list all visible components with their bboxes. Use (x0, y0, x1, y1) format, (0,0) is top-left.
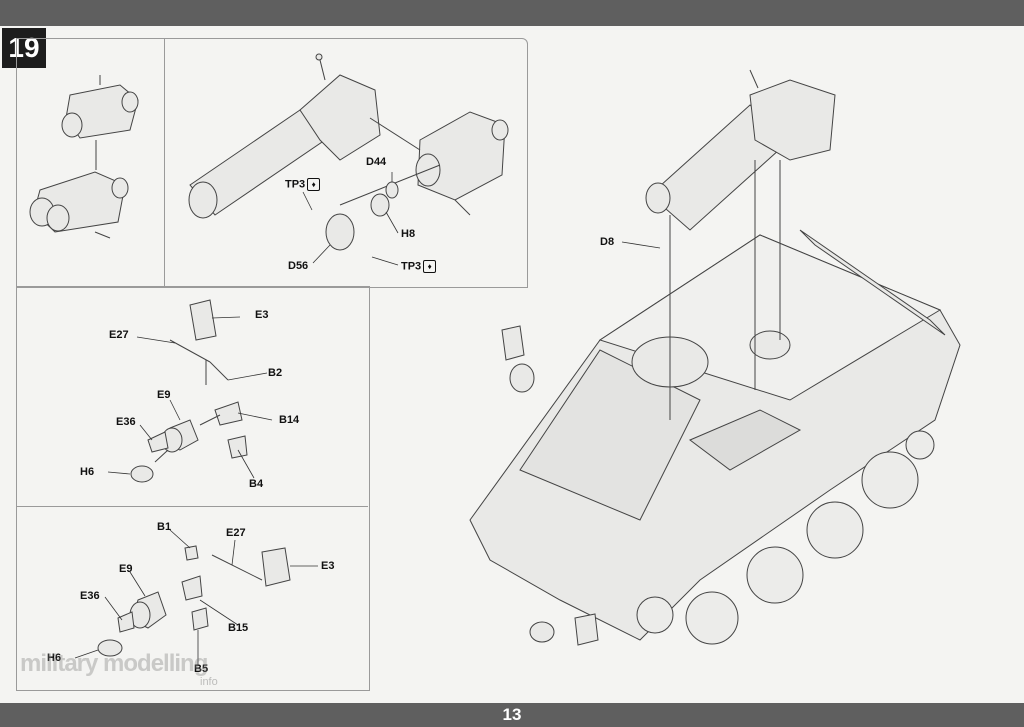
vehicle-wheels (636, 430, 935, 645)
label-tp3-top-text: TP3 (285, 178, 306, 191)
label-b14: B14 (279, 414, 300, 426)
label-b1: B1 (157, 521, 172, 533)
bottom-bar (0, 703, 1024, 727)
label-h6-2: H6 (47, 652, 62, 664)
label-b5: B5 (194, 663, 209, 675)
watermark-sub: info (200, 676, 218, 688)
label-d56: D56 (288, 260, 309, 272)
part-d44 (385, 181, 399, 199)
label-e9: E9 (157, 389, 171, 401)
label-tp3-top: TP3♦ (285, 178, 321, 191)
watermark: military modelling (20, 650, 208, 677)
label-tp3-bottom-text: TP3 (401, 260, 422, 273)
label-e36: E36 (116, 416, 136, 428)
label-e3: E3 (255, 309, 269, 321)
panel-headlight-assembly (16, 286, 370, 691)
panel-divider (16, 506, 368, 507)
label-d8: D8 (600, 236, 615, 248)
vehicle-headlight-left (501, 325, 535, 393)
label-h8: H8 (401, 228, 416, 240)
label-e27: E27 (109, 329, 129, 341)
part-h8 (370, 193, 390, 217)
label-e3-2: E3 (321, 560, 335, 572)
launcher-tube (188, 53, 381, 219)
label-tp3-bottom: TP3♦ (401, 260, 437, 273)
vehicle-headlight-right (529, 613, 599, 646)
label-b4: B4 (249, 478, 264, 490)
glue-icon: ♦ (307, 178, 321, 191)
label-e27-2: E27 (226, 527, 246, 539)
page-number: 13 (502, 705, 522, 724)
headlight-top-assembly (130, 299, 248, 483)
label-e9-2: E9 (119, 563, 133, 575)
headlight-bottom-assembly (97, 545, 291, 657)
label-b15: B15 (228, 622, 249, 634)
sight-part-lower (29, 171, 129, 239)
panel-sight-subassembly (16, 38, 165, 288)
label-b2: B2 (268, 367, 283, 379)
vehicle-hull (469, 229, 961, 641)
panel-launcher-assembly (164, 38, 528, 288)
label-e36-2: E36 (80, 590, 100, 602)
label-h6: H6 (80, 466, 95, 478)
glue-icon: ♦ (423, 260, 437, 273)
sight-housing (415, 111, 509, 216)
top-bar (0, 0, 1024, 26)
sight-part-upper (61, 75, 139, 139)
part-d56 (325, 213, 355, 251)
step-number: 19 (2, 28, 46, 68)
label-d44: D44 (366, 156, 387, 168)
vehicle-launcher (645, 69, 836, 231)
